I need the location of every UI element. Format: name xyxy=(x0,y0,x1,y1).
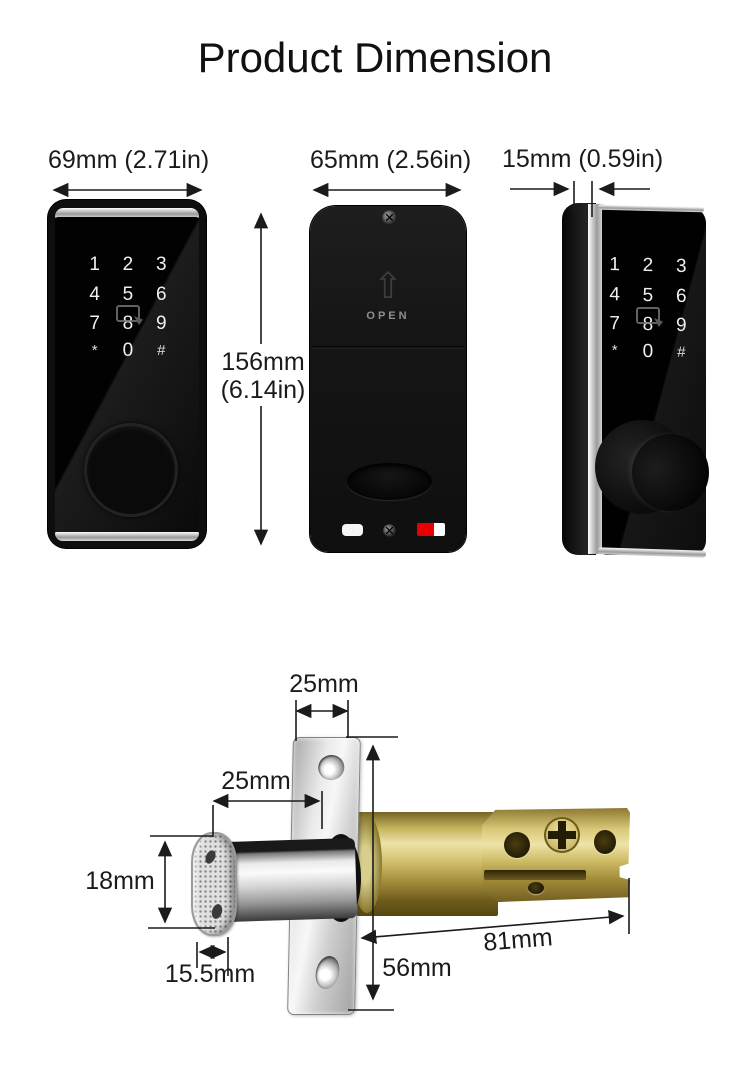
dim-label-side-depth: 15mm (0.59in) xyxy=(502,145,664,173)
front-lock-top-chrome xyxy=(55,208,199,218)
dim-label-backset: 25mm xyxy=(221,767,291,795)
page-title: Product Dimension xyxy=(197,34,553,81)
back-lock-view: ⇧ OPEN xyxy=(310,206,466,552)
key-star: * xyxy=(611,342,618,360)
front-keypad: 1 2 3 4 5 6 7 8 9 * 0 # xyxy=(78,250,178,367)
open-arrow-icon: ⇧ xyxy=(372,265,404,306)
dim-label-bolt-height: 18mm xyxy=(85,867,155,895)
side-knob-cap xyxy=(632,434,709,511)
key-4: 4 xyxy=(89,284,100,305)
key-5: 5 xyxy=(642,284,654,307)
dim-label-height-in: (6.14in) xyxy=(220,375,306,404)
key-3: 3 xyxy=(675,255,687,278)
oval-button xyxy=(347,463,432,500)
faceplate-screw-hole-top xyxy=(318,755,345,780)
front-lock-view: 1 2 3 4 5 6 7 8 9 * 0 # xyxy=(48,200,206,548)
dim-faceplate-width-arrow xyxy=(295,700,349,741)
white-indicator-segment xyxy=(433,523,445,536)
rfid-tap-mark xyxy=(134,316,143,325)
battery-cover-seam xyxy=(312,346,464,349)
dim-label-height: 156mm (6.14in) xyxy=(218,348,308,404)
latch-brass-bracket xyxy=(482,808,630,903)
key-1: 1 xyxy=(89,254,100,275)
side-lock-view: 1 2 3 4 5 6 7 8 9 * 0 # xyxy=(562,200,712,558)
open-label: OPEN xyxy=(366,310,410,322)
cross-bar-vertical xyxy=(558,821,566,849)
bolt-head-hole-top xyxy=(203,848,218,866)
key-8: 8 xyxy=(122,312,134,334)
red-indicator-segment xyxy=(417,523,434,536)
bracket-slot xyxy=(484,870,586,880)
key-2: 2 xyxy=(642,254,654,277)
latch-bolt-head xyxy=(191,832,237,936)
dim-label-front-width: 69mm (2.71in) xyxy=(48,146,210,174)
bottom-screw-icon xyxy=(383,524,396,537)
back-lock-body xyxy=(310,206,466,552)
dim-label-height-mm: 156mm xyxy=(221,348,305,376)
key-hash: # xyxy=(677,343,686,362)
key-0: 0 xyxy=(122,339,134,361)
key-2: 2 xyxy=(122,254,134,275)
rfid-card-icon xyxy=(116,305,143,325)
key-4: 4 xyxy=(609,284,620,306)
dim-label-faceplate-height: 56mm xyxy=(382,954,452,982)
key-hash: # xyxy=(157,342,166,359)
bracket-pin xyxy=(528,882,544,894)
rfid-tap-mark xyxy=(654,318,663,327)
key-0: 0 xyxy=(642,340,654,362)
key-6: 6 xyxy=(675,285,687,308)
faceplate-screw-hole-bottom xyxy=(312,953,343,992)
white-indicator xyxy=(342,524,363,536)
key-7: 7 xyxy=(89,312,100,334)
key-star: * xyxy=(91,342,98,359)
latch-bolt-shaft xyxy=(224,837,358,923)
rfid-card-icon xyxy=(636,307,663,327)
key-5: 5 xyxy=(122,284,134,305)
key-6: 6 xyxy=(155,284,167,305)
bracket-hole-right xyxy=(594,830,616,854)
dim-label-bolt-width: 15.5mm xyxy=(164,960,256,988)
red-white-indicator xyxy=(417,523,445,536)
key-9: 9 xyxy=(155,312,167,334)
bracket-hole-left xyxy=(504,832,530,858)
bolt-head-hole-bottom xyxy=(210,902,224,921)
key-7: 7 xyxy=(609,312,620,334)
front-knob-ring xyxy=(84,423,178,517)
dim-label-faceplate-width: 25mm xyxy=(289,670,359,698)
key-9: 9 xyxy=(675,314,687,336)
key-1: 1 xyxy=(609,254,620,276)
dim-label-back-width: 65mm (2.56in) xyxy=(310,146,472,174)
key-3: 3 xyxy=(155,254,167,275)
dim-label-latch-length: 81mm xyxy=(482,923,554,957)
front-lock-bottom-chrome xyxy=(55,532,199,541)
top-screw-icon xyxy=(382,210,397,225)
bracket-cross-adjuster xyxy=(544,817,580,853)
